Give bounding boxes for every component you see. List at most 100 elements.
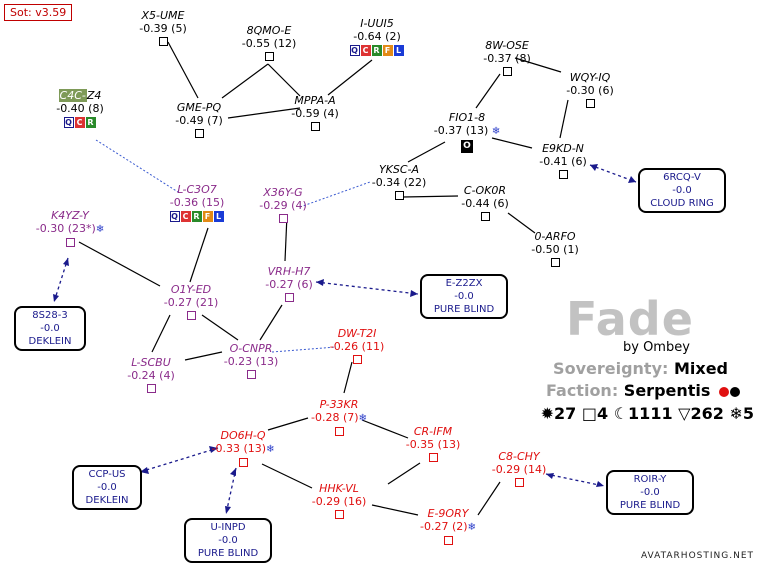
station-services: Q C R bbox=[63, 117, 97, 128]
system-square-icon bbox=[558, 170, 568, 179]
system-security: -0.34 (22) bbox=[371, 176, 427, 189]
system-security: -0.55 (12) bbox=[241, 37, 297, 50]
gate-line bbox=[361, 419, 409, 439]
external-system-name: ROIR-Y bbox=[633, 474, 667, 485]
gate-line bbox=[387, 462, 421, 485]
system-node-e9ory[interactable]: E-9ORY -0.27 (2)❄ bbox=[400, 507, 496, 548]
system-name: FIO1-8 bbox=[448, 111, 486, 124]
system-node-lscbu[interactable]: L-SCBU -0.24 (4) bbox=[106, 356, 196, 396]
arrow-head bbox=[230, 468, 236, 476]
jump-link bbox=[53, 257, 69, 303]
station-q-icon: Q bbox=[169, 211, 180, 222]
system-node-8wose[interactable]: 8W-OSE -0.37 (8) bbox=[462, 39, 552, 79]
stat-stations: 4 bbox=[596, 404, 609, 423]
system-node-yksca[interactable]: YKSC-A -0.34 (22) bbox=[354, 163, 444, 203]
jump-link bbox=[545, 473, 605, 487]
gate-line bbox=[514, 57, 562, 73]
external-system-6rcqv[interactable]: 6RCQ-V -0.0 CLOUD RING bbox=[638, 168, 726, 213]
system-name: L-C3O7 bbox=[177, 183, 217, 196]
square-icon: □ bbox=[581, 404, 597, 423]
system-node-8qmoe[interactable]: 8QMO-E -0.55 (12) bbox=[224, 24, 314, 64]
system-node-dwt2i[interactable]: DW-T2I -0.26 (11) bbox=[312, 327, 402, 367]
system-node-gmepq[interactable]: GME-PQ -0.49 (7) bbox=[156, 101, 242, 141]
arrow-head bbox=[590, 164, 598, 171]
external-system-security: -0.0 bbox=[97, 482, 117, 493]
system-node-x5ume[interactable]: X5-UME -0.39 (5) bbox=[118, 9, 208, 49]
system-name: C-OK0R bbox=[463, 184, 507, 197]
system-security: -0.27 (2)❄ bbox=[420, 520, 476, 533]
system-node-cokor[interactable]: C-OK0R -0.44 (6) bbox=[440, 184, 530, 224]
faction-label: Faction: bbox=[546, 381, 619, 400]
system-name: O1Y-ED bbox=[170, 283, 212, 296]
sovereignty-line: Sovereignty: Mixed bbox=[553, 359, 728, 378]
jump-link bbox=[315, 281, 419, 295]
system-security: -0.40 (8) bbox=[56, 102, 104, 115]
system-square-icon bbox=[502, 67, 512, 76]
arrow-head bbox=[316, 279, 324, 286]
system-node-x36yg[interactable]: X36Y-G -0.29 (4) bbox=[238, 186, 328, 226]
system-node-lc3o7[interactable]: L-C3O7 -0.36 (15) Q C R F L bbox=[152, 183, 242, 222]
external-system-uinpd[interactable]: U-INPD -0.0 PURE BLIND bbox=[184, 518, 272, 563]
system-node-fio18[interactable]: FIO1-8 -0.37 (13) ❄ O bbox=[418, 111, 516, 153]
external-system-name: U-INPD bbox=[210, 522, 246, 533]
system-node-iuui5[interactable]: I-UUI5 -0.64 (2) Q C R F L bbox=[332, 17, 422, 56]
system-node-e9kdn[interactable]: E9KD-N -0.41 (6) bbox=[518, 142, 608, 182]
system-node-do6hq[interactable]: DO6H-Q -0.33 (13)❄ bbox=[196, 429, 290, 470]
system-name: C4C-Z4 bbox=[58, 89, 102, 102]
gate-line bbox=[491, 137, 533, 149]
system-node-crifm[interactable]: CR-IFM -0.35 (13) bbox=[388, 425, 478, 465]
system-square-icon bbox=[443, 536, 453, 545]
gate-line bbox=[343, 361, 353, 394]
system-name: DW-T2I bbox=[337, 327, 377, 340]
arrow-head bbox=[53, 294, 59, 302]
station-c-icon: C bbox=[74, 117, 85, 128]
system-square-icon bbox=[146, 384, 156, 393]
external-region-name: PURE BLIND bbox=[197, 548, 259, 559]
snowflake-icon: ❄ bbox=[467, 522, 476, 533]
gate-line bbox=[151, 314, 171, 353]
arrow-head bbox=[225, 506, 231, 514]
regional-link bbox=[299, 181, 371, 208]
station-r-icon: R bbox=[371, 45, 382, 56]
gate-line bbox=[78, 241, 161, 287]
system-node-0arfo[interactable]: 0-ARFO -0.50 (1) bbox=[510, 230, 600, 270]
system-square-icon bbox=[310, 122, 320, 131]
system-node-wqyiq[interactable]: WQY-IQ -0.30 (6) bbox=[545, 71, 635, 111]
station-c-icon: C bbox=[180, 211, 191, 222]
system-node-k4yzy[interactable]: K4YZ-Y -0.30 (23*)❄ bbox=[20, 209, 120, 250]
system-node-c8chy[interactable]: C8-CHY -0.29 (14) bbox=[474, 450, 564, 490]
gate-line bbox=[167, 41, 199, 99]
system-node-p33kr[interactable]: P-33KR -0.28 (7)❄ bbox=[294, 398, 384, 439]
system-node-mppaa[interactable]: MPPA-A -0.59 (4) bbox=[272, 94, 358, 134]
external-system-name: 8S28-3 bbox=[32, 310, 68, 321]
system-node-c4cz4[interactable]: C4C-Z4 -0.40 (8) Q C R bbox=[40, 89, 120, 128]
external-system-ccpus[interactable]: CCP-US -0.0 DEKLEIN bbox=[72, 465, 142, 510]
system-security: -0.33 (13)❄ bbox=[211, 442, 275, 455]
system-node-vrhh7[interactable]: VRH-H7 -0.27 (6) bbox=[244, 265, 334, 305]
external-system-security: -0.0 bbox=[640, 487, 660, 498]
system-square-icon bbox=[186, 311, 196, 320]
external-region-name: PURE BLIND bbox=[619, 500, 681, 511]
system-node-ocnpr[interactable]: O-CNPR -0.23 (13) bbox=[206, 342, 296, 382]
gate-line bbox=[402, 195, 459, 198]
snowflake-icon: ❄ bbox=[729, 404, 743, 423]
system-security: -0.39 (5) bbox=[139, 22, 187, 35]
system-name: E9KD-N bbox=[542, 142, 584, 155]
external-system-roiry[interactable]: ROIR-Y -0.0 PURE BLIND bbox=[606, 470, 694, 515]
sovereignty-label: Sovereignty: bbox=[553, 359, 669, 378]
gate-line bbox=[327, 59, 373, 96]
faction-value: Serpentis bbox=[623, 381, 711, 400]
system-node-o1yed[interactable]: O1Y-ED -0.27 (21) bbox=[146, 283, 236, 323]
sovereignty-value: Mixed bbox=[673, 359, 728, 378]
system-node-hhkvl[interactable]: HHK-VL -0.29 (16) bbox=[294, 482, 384, 522]
system-security: -0.37 (8) bbox=[483, 52, 531, 65]
system-name: VRH-H7 bbox=[267, 265, 311, 278]
regional-link bbox=[271, 346, 337, 353]
station-q-icon: Q bbox=[63, 117, 74, 128]
station-q-icon: Q bbox=[349, 45, 360, 56]
gate-line bbox=[267, 417, 309, 431]
system-name: E-9ORY bbox=[427, 507, 469, 520]
external-system-8s283[interactable]: 8S28-3 -0.0 DEKLEIN bbox=[14, 306, 86, 351]
snowflake-icon: ❄ bbox=[266, 444, 275, 455]
external-system-ez2zx[interactable]: E-Z2ZX -0.0 PURE BLIND bbox=[420, 274, 508, 319]
